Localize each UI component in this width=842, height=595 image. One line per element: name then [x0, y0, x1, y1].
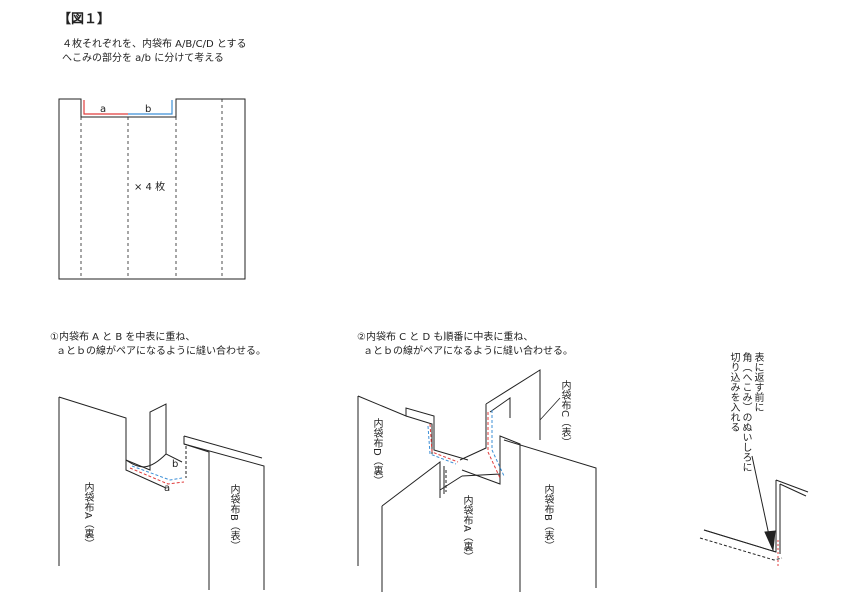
step2-line-1: ②内袋布 C と D も順番に中表に重ね、	[357, 332, 534, 343]
step1-panel-a	[58, 396, 183, 566]
step2-line-2: ａとｂの線がペアになるように縫い合わせる。	[363, 346, 573, 357]
notch-seam-line	[699, 537, 783, 561]
fig1-count-label: × 4 枚	[134, 182, 166, 193]
step2-seams	[427, 410, 505, 492]
step1-seams	[129, 446, 187, 485]
step1-panel-b	[183, 435, 265, 590]
step1-line-2: ａとｂの線がペアになるように縫い合わせる。	[56, 346, 266, 357]
step1-panel-b-label: 内袋布B（表）	[228, 484, 239, 551]
note-line-1: 表に返す前に	[752, 352, 763, 412]
fig1-label-b: b	[145, 104, 152, 115]
notch-arrow-line	[751, 455, 771, 541]
step2-panel-b	[461, 435, 597, 592]
step2-panel-b-label: 内袋布B（表）	[542, 484, 553, 551]
fig1-pattern-piece	[58, 98, 246, 280]
step2-leader-line	[539, 397, 561, 421]
intro-line-2: へこみの部分を a/b に分けて考える	[62, 53, 224, 64]
notch-detail-shape	[703, 479, 809, 554]
note-line-3: 切り込みを入れる	[728, 352, 739, 432]
fig1-label-a: a	[100, 104, 107, 115]
step1-label-a: a	[164, 483, 171, 494]
figure-title: 【図１】	[58, 12, 111, 27]
step2-panel-c-label: 内袋布C（表）	[559, 380, 570, 447]
step2-panel-a	[381, 460, 463, 592]
fig1-seam-a	[83, 100, 128, 115]
step1-panel-a-label: 内袋布A（裏）	[82, 482, 93, 549]
step2-panel-a-label: 内袋布A（裏）	[461, 495, 472, 562]
note-line-2: 角（へこみ）のぬいしろに	[740, 352, 751, 472]
notch-arrow-head	[764, 530, 776, 552]
fig1-seam-b	[128, 100, 173, 115]
step2-panel-d-label: 内袋布D（裏）	[371, 418, 382, 486]
step2-panel-d	[357, 395, 469, 566]
step1-label-b: b	[172, 459, 179, 470]
step1-line-1: ①内袋布 A と B を中表に重ね、	[50, 332, 196, 343]
intro-line-1: ４枚それぞれを、内袋布 A/B/C/D とする	[62, 39, 247, 50]
step2-panel-c	[459, 369, 541, 461]
